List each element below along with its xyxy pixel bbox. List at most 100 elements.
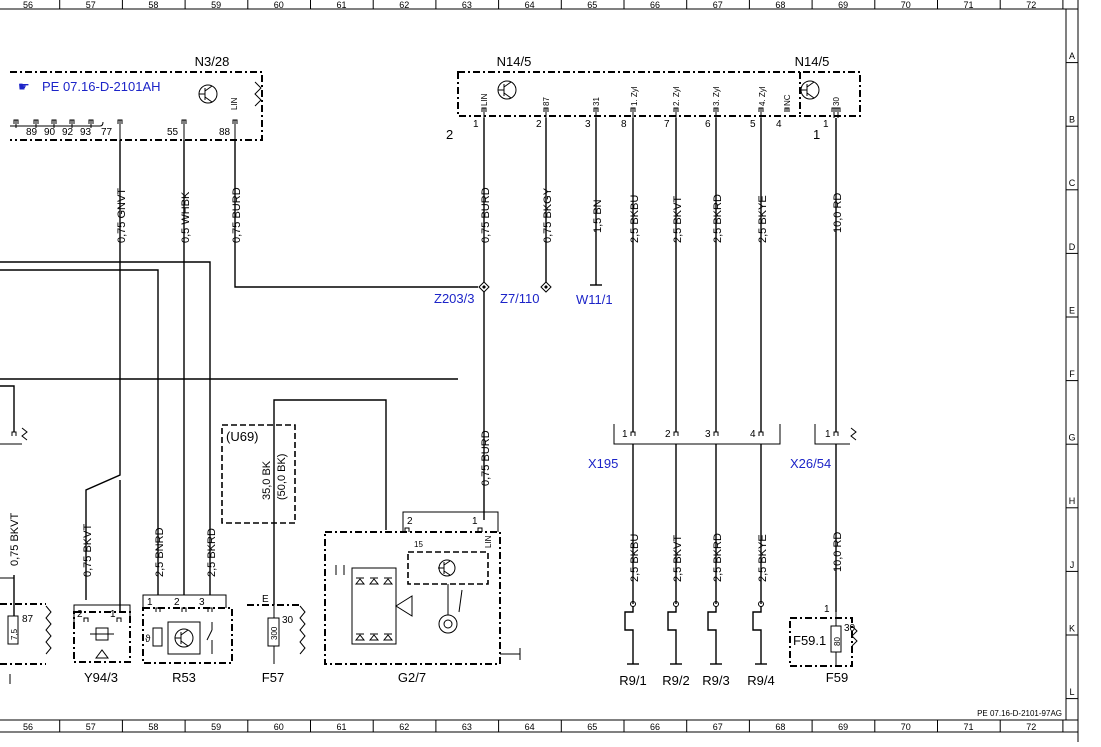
n3-28-control-unit[interactable]: N3/28 ☛ PE 07.16-D-2101AH LIN 89 90 92 9… xyxy=(10,54,263,141)
x195-pin-2: 2 xyxy=(665,429,671,440)
r53-pin-2: 2 xyxy=(174,597,180,608)
wire-label-burd-n3: 0,75 BURD xyxy=(231,187,243,243)
wire-label-bkbu-upper: 2,5 BKBU xyxy=(629,195,641,243)
wire-label-bkbu-lower: 2,5 BKBU xyxy=(629,534,641,582)
wire-label-bkrd-r53: 2,5 BKRD xyxy=(206,528,218,577)
column-label-top: 60 xyxy=(274,0,284,10)
alternator-g2-7[interactable]: 2 1 LIN 15 G2/7 xyxy=(324,511,521,685)
row-label: L xyxy=(1069,687,1074,697)
wire-label-rd-upper: 10,0 RD xyxy=(832,193,844,233)
left-fuse-value: 7,5 xyxy=(10,628,19,640)
column-label-bottom: 67 xyxy=(713,722,723,732)
n14-pin-name-1-zyl: 1. Zyl xyxy=(630,86,639,106)
n14-pin-7: 7 xyxy=(664,119,670,130)
wire-label-whbk: 0,5 WHBK xyxy=(180,191,192,243)
n14-pin-name-31: 31 xyxy=(592,97,601,106)
valve-y94-3[interactable]: 2 1 Y94/3 xyxy=(73,604,131,685)
left-fuse-pin-87: 87 xyxy=(22,614,34,625)
n14-5-left-label: N14/5 xyxy=(497,54,532,69)
pin-89: 89 xyxy=(26,127,38,138)
column-label-bottom: 66 xyxy=(650,722,660,732)
pin-77: 77 xyxy=(101,127,113,138)
f59-pin-30: 30 xyxy=(844,623,856,634)
glow-plug-r9-1[interactable] xyxy=(624,601,639,665)
f59-value: 80 xyxy=(833,637,842,646)
pin-93: 93 xyxy=(80,127,92,138)
f59-pin-1: 1 xyxy=(824,604,830,615)
n14-pin-name-lin: LIN xyxy=(480,93,489,106)
n14-pin-name-87: 87 xyxy=(542,97,551,106)
n14-pin-8: 8 xyxy=(621,119,627,130)
n14-pin-name-4-zyl: 4. Zyl xyxy=(758,86,767,106)
pin-55: 55 xyxy=(167,127,179,138)
n14-5-right-label: N14/5 xyxy=(795,54,830,69)
connector-x26-54[interactable]: 1 X26/54 xyxy=(790,424,857,471)
connector-x195[interactable]: 1 2 3 4 X195 xyxy=(588,424,781,471)
column-label-bottom: 63 xyxy=(462,722,472,732)
z203-3-label: Z203/3 xyxy=(434,291,474,306)
ground-w11-1[interactable]: W11/1 xyxy=(576,292,613,307)
reference-link[interactable]: ☛ PE 07.16-D-2101AH xyxy=(18,79,161,94)
connector-z203-3[interactable]: Z203/3 xyxy=(434,281,490,306)
column-label-top: 64 xyxy=(525,0,535,10)
column-label-top: 62 xyxy=(399,0,409,10)
g2-7-label: G2/7 xyxy=(398,670,426,685)
column-label-bottom: 56 xyxy=(23,722,33,732)
row-label: B xyxy=(1069,115,1075,125)
n14-group-1: 1 xyxy=(813,127,820,142)
column-label-bottom: 68 xyxy=(775,722,785,732)
n14-pin-5: 5 xyxy=(750,119,756,130)
column-label-top: 70 xyxy=(901,0,911,10)
wire-label-burd-n14: 0,75 BURD xyxy=(480,187,492,243)
reference-link-text[interactable]: PE 07.16-D-2101AH xyxy=(42,79,161,94)
z7-110-label: Z7/110 xyxy=(500,291,540,306)
row-label: C xyxy=(1069,178,1076,188)
fuse-f57[interactable]: E 300 30 F57 xyxy=(247,594,306,685)
fuse-f59[interactable]: 1 80 30 F59.1 F59 xyxy=(789,604,858,685)
n14-pin-name-2-zyl: 2. Zyl xyxy=(672,86,681,106)
n3-28-lin-label: LIN xyxy=(230,97,239,110)
w11-1-label: W11/1 xyxy=(576,292,613,307)
n14-pin-name-30: 30 xyxy=(832,97,841,106)
glow-plug-r9-3[interactable] xyxy=(707,601,722,665)
lower-wires xyxy=(632,444,837,612)
wire-label-bkgy: 0,75 BKGY xyxy=(542,187,554,243)
n14-pin-name-3-zyl: 3. Zyl xyxy=(712,86,721,106)
glow-plug-r9-2[interactable] xyxy=(667,601,682,665)
row-label: E xyxy=(1069,305,1075,315)
r53-pin-1: 1 xyxy=(147,597,153,608)
wire-label-gnvt: 0,75 GNVT xyxy=(116,188,128,243)
column-label-bottom: 58 xyxy=(148,722,158,732)
g2-7-pin-1: 1 xyxy=(472,516,478,527)
glow-plug-r9-4[interactable] xyxy=(752,601,767,665)
u69-box[interactable]: (U69) xyxy=(221,424,296,524)
f57-pin-30: 30 xyxy=(282,615,294,626)
connector-z7-110[interactable]: Z7/110 xyxy=(500,281,552,306)
pin-92: 92 xyxy=(62,127,74,138)
pointing-hand-icon: ☛ xyxy=(18,79,30,94)
column-label-top: 58 xyxy=(148,0,158,10)
wire-label-burd-g2: 0,75 BURD xyxy=(480,430,492,486)
r53-label: R53 xyxy=(172,670,196,685)
x195-pin-3: 3 xyxy=(705,429,711,440)
transistor-icon xyxy=(438,559,456,577)
column-label-bottom: 60 xyxy=(274,722,284,732)
pin-90: 90 xyxy=(44,127,56,138)
n14-5-control-unit[interactable]: N14/5 N14/5 LIN 87 31 1. Zyl 2. Zyl 3. Z… xyxy=(446,54,861,142)
left-connector-partial xyxy=(0,427,28,445)
f59-label: F59 xyxy=(826,670,848,685)
wire-labels: 0,75 GNVT 0,5 WHBK 0,75 BURD 0,75 BURD 0… xyxy=(9,187,844,582)
pin-88: 88 xyxy=(219,127,231,138)
column-label-top: 57 xyxy=(86,0,96,10)
row-label: F xyxy=(1069,369,1075,379)
n14-pin-30-number: 1 xyxy=(823,119,829,130)
n14-pin-name-nc: NC xyxy=(783,94,792,106)
wire-label-bn: 1,5 BN xyxy=(592,199,604,233)
n14-group-2: 2 xyxy=(446,127,453,142)
r9-4-label: R9/4 xyxy=(747,673,774,688)
heater-r53[interactable]: 1 2 3 ϑ R53 xyxy=(142,594,233,685)
wire-label-bkye-upper: 2,5 BKYE xyxy=(757,195,769,243)
